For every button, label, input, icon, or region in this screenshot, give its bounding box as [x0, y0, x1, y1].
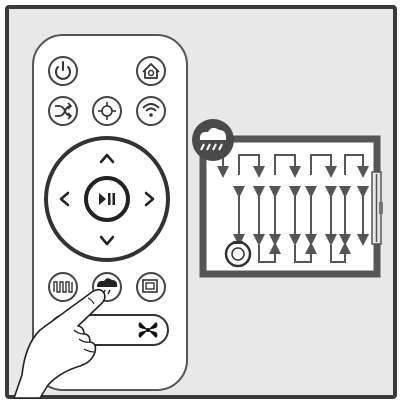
remote-control: [14, 35, 187, 398]
edge-clean-button[interactable]: [137, 273, 165, 301]
cleaning-room-diagram: [192, 119, 383, 274]
dpad: [46, 138, 168, 260]
power-button[interactable]: [49, 57, 77, 85]
wifi-button[interactable]: [137, 97, 165, 125]
robot-vacuum-icon: [226, 241, 250, 266]
zigzag-mode-button[interactable]: [49, 273, 77, 301]
door: [372, 172, 383, 244]
home-button[interactable]: [137, 57, 165, 85]
random-mode-button[interactable]: [49, 97, 77, 125]
mop-mode-badge: [192, 119, 234, 161]
zigzag-icon: [54, 282, 72, 292]
play-pause-button[interactable]: [86, 178, 128, 220]
spot-clean-button[interactable]: [93, 97, 121, 125]
